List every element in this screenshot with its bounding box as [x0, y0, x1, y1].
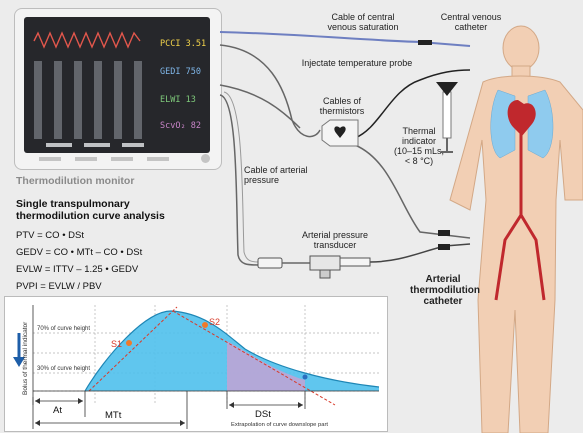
formula-gedv: GEDV = CO • MTt – CO • DSt: [16, 247, 143, 258]
readout-value: 82: [190, 121, 201, 131]
curve-line: [84, 310, 380, 392]
label-injectate-probe: Injectate temperature probe: [301, 58, 413, 68]
label-pressure-transducer: Arterial pressure transducer: [301, 230, 369, 250]
formula-evlw: EVLW = ITTV – 1.25 • GEDV: [16, 264, 139, 275]
monitor-screen: PCCI 3.51 GEDI 750 ELWI 13 ScvO₂ 82: [24, 17, 210, 153]
label-at: At: [53, 405, 62, 416]
label-s1: S1: [111, 339, 122, 349]
s1-point: [126, 340, 132, 346]
slope-s1: [88, 306, 178, 392]
label-dst: DSt: [255, 409, 271, 420]
thermodilution-curve: Bolus of thermal indicator 70% of curve …: [13, 305, 380, 429]
monitor-trend-bar: [54, 61, 62, 139]
analysis-title: Single transpulmonary thermodilution cur…: [16, 198, 165, 222]
extrap-point: [302, 374, 308, 380]
monitor-trend-bar: [34, 61, 42, 139]
label-30pct: 30% of curve height: [37, 366, 90, 372]
label-mtt: MTt: [105, 410, 122, 421]
pressure-transducer-illus: [257, 255, 371, 279]
formula-pvpi: PVPI = EVLW / PBV: [16, 281, 102, 292]
monitor-trend-bar: [84, 143, 110, 147]
label-s2: S2: [209, 317, 220, 327]
readout-value: 3.51: [185, 39, 207, 49]
cvs-cable: [219, 31, 471, 47]
lungs: [490, 89, 554, 159]
readout-scvo2: ScvO₂ 82: [160, 121, 201, 131]
arterial-pressure-cable: [219, 94, 259, 266]
monitor-caption: Thermodilution monitor: [16, 175, 135, 187]
formula-ptv: PTV = CO • DSt: [16, 230, 84, 241]
dst-area: [227, 341, 305, 391]
thermodilution-monitor: PCCI 3.51 GEDI 750 ELWI 13 ScvO₂ 82: [14, 8, 222, 170]
label-arterial-catheter: Arterial thermodilution catheter: [410, 274, 480, 307]
readout-label: ELWI: [160, 95, 181, 105]
connector: [438, 244, 450, 250]
slope-s2: [172, 310, 336, 406]
label-cvc: Central venous catheter: [440, 12, 502, 32]
monitor-trend-bar: [94, 61, 102, 139]
label-cable-cvs: Cable of central venous saturation: [327, 12, 399, 32]
label-extrapolation: Extrapolation of curve downslope part: [231, 422, 328, 428]
readout-elwi: ELWI 13: [160, 95, 196, 105]
s2-point: [202, 322, 208, 328]
heart: [507, 100, 536, 136]
arterial-pressure-cable: [223, 91, 259, 263]
readout-label: GEDI: [160, 67, 181, 77]
arterial-line: [369, 243, 471, 263]
connector: [438, 230, 450, 236]
probe-cable: [354, 69, 471, 139]
curve-panel: Bolus of thermal indicator 70% of curve …: [4, 296, 388, 432]
y-axis-label: Bolus of thermal indicator: [22, 321, 29, 395]
monitor-trend-bar: [134, 61, 142, 139]
monitor-waveform: [33, 31, 141, 49]
readout-gedi: GEDI 750: [160, 67, 201, 77]
thermal-indicator-syringe: [436, 82, 458, 153]
monitor-button[interactable]: [111, 157, 133, 161]
label-thermal-indicator: Thermal indicator (10–15 mLs, < 8 °C): [393, 126, 445, 166]
readout-value: 750: [185, 67, 201, 77]
readout-pcci: PCCI 3.51: [160, 39, 206, 49]
label-thermistor-cables: Cables of thermistors: [319, 96, 365, 116]
monitor-trend-bar: [114, 61, 122, 139]
label-arterial-pressure-cable: Cable of arterial pressure: [244, 165, 308, 185]
monitor-button[interactable]: [75, 157, 97, 161]
human-body: [449, 25, 583, 433]
thermistor-connector: [321, 119, 359, 147]
label-70pct: 70% of curve height: [37, 326, 90, 332]
monitor-trend-bar: [122, 143, 144, 147]
monitor-button[interactable]: [147, 157, 169, 161]
monitor-trend-bar: [46, 143, 72, 147]
monitor-cable: [219, 84, 301, 129]
readout-value: 13: [185, 95, 196, 105]
readout-label: ScvO₂: [160, 121, 186, 131]
monitor-button[interactable]: [39, 157, 61, 161]
connector: [418, 40, 432, 45]
aorta: [494, 120, 546, 301]
monitor-power-button[interactable]: [201, 154, 210, 163]
monitor-cable: [219, 44, 321, 138]
thermistor-cable: [354, 144, 471, 239]
readout-label: PCCI: [160, 39, 181, 49]
monitor-trend-bar: [74, 61, 82, 139]
